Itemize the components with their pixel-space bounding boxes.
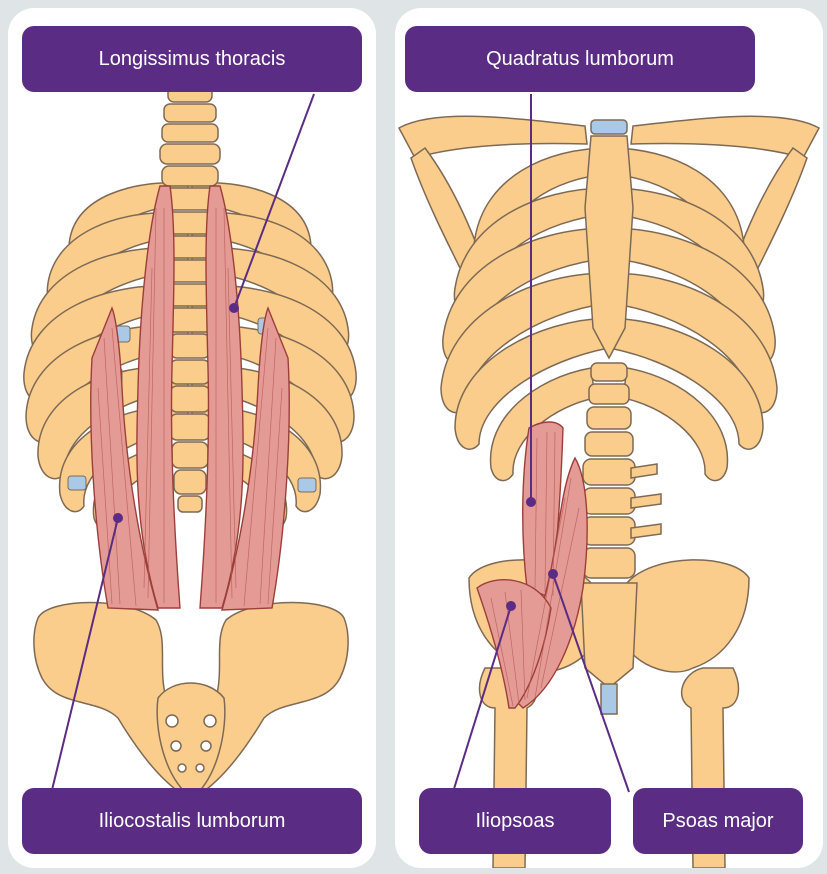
sternum: [585, 136, 633, 358]
label-iliocostalis-lumborum: Iliocostalis lumborum: [22, 788, 362, 854]
label-longissimus-thoracis: Longissimus thoracis: [22, 26, 362, 92]
anterior-view-panel: Quadratus lumborum Iliopsoas Psoas major: [395, 8, 823, 868]
label-iliopsoas: Iliopsoas: [419, 788, 611, 854]
pelvis: [34, 603, 348, 799]
label-quadratus-lumborum: Quadratus lumborum: [405, 26, 755, 92]
posterior-view-illustration: [8, 8, 376, 868]
posterior-view-panel: Longissimus thoracis Iliocostalis lumbor…: [8, 8, 376, 868]
anterior-view-illustration: [395, 8, 823, 868]
label-psoas-major: Psoas major: [633, 788, 803, 854]
